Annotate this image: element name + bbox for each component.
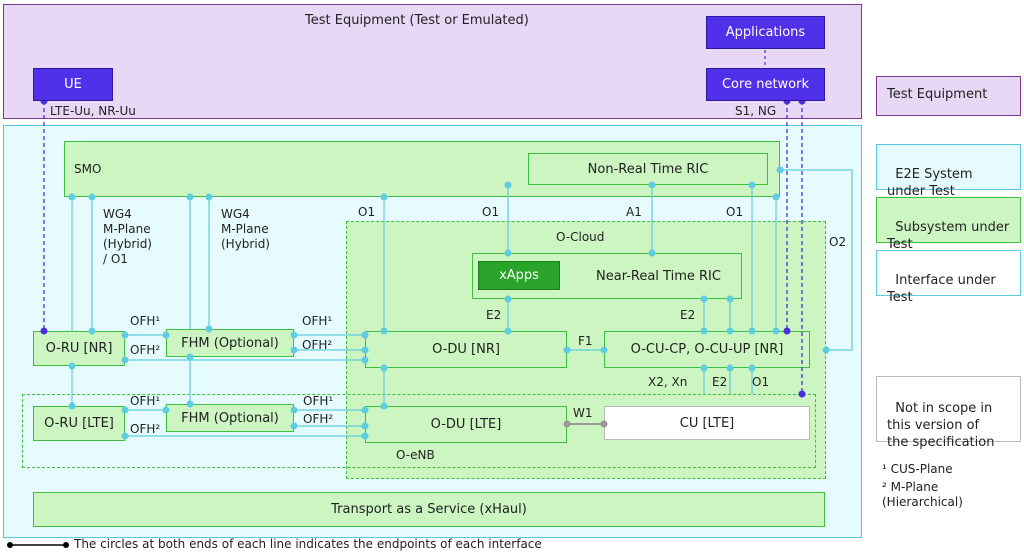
footnote-2: ² M-Plane (Hierarchical)	[882, 480, 963, 509]
o-ru-nr-box: O-RU [NR]	[33, 331, 125, 366]
e2-label-left: E2	[486, 308, 502, 322]
fhm-nr-box: FHM (Optional)	[166, 329, 294, 357]
ofh2-label-a: OFH²	[130, 343, 161, 357]
o-ru-lte-label: O-RU [LTE]	[44, 416, 114, 431]
ue-label: UE	[64, 77, 82, 92]
o1-label-a: O1	[358, 205, 376, 219]
o-cu-nr-box: O-CU-CP, O-CU-UP [NR]	[604, 331, 810, 368]
non-rt-ric-box: Non-Real Time RIC	[528, 153, 768, 185]
legend-subsystem-label: Subsystem under Test	[887, 220, 1010, 252]
o1-label-b: O1	[482, 205, 500, 219]
o-du-lte-label: O-DU [LTE]	[430, 417, 502, 432]
o-ru-nr-label: O-RU [NR]	[45, 341, 113, 356]
w1-label: W1	[573, 406, 593, 420]
ofh1-label-c: OFH¹	[130, 394, 161, 408]
a1-label: A1	[626, 205, 642, 219]
non-rt-ric-label: Non-Real Time RIC	[587, 161, 709, 177]
e2-label-bottom: E2	[712, 375, 728, 389]
xapps-label: xApps	[499, 268, 539, 283]
wg4-hybrid-o1-label: WG4 M-Plane (Hybrid) / O1	[103, 207, 152, 266]
legend-interface: Interface under Test	[876, 250, 1021, 305]
footnote-1: ¹ CUS-Plane	[882, 462, 953, 476]
ofh1-label-d: OFH¹	[303, 394, 334, 408]
fhm-nr-label: FHM (Optional)	[181, 335, 279, 351]
o-enb-label: O-eNB	[396, 448, 435, 462]
transport-box: Transport as a Service (xHaul)	[33, 492, 825, 527]
transport-label: Transport as a Service (xHaul)	[331, 502, 527, 517]
cu-lte-box: CU [LTE]	[604, 406, 810, 440]
core-interfaces-label: S1, NG	[735, 104, 777, 118]
ue-interfaces-label: LTE-Uu, NR-Uu	[50, 104, 136, 118]
legend-not-in-scope-label: Not in scope in this version of the spec…	[887, 401, 995, 450]
wg4-hybrid-label: WG4 M-Plane (Hybrid)	[221, 207, 270, 251]
legend-test-equipment-label: Test Equipment	[887, 87, 988, 102]
cu-lte-label: CU [LTE]	[679, 415, 735, 431]
applications-label: Applications	[725, 25, 806, 40]
ofh1-label-b: OFH¹	[302, 314, 333, 328]
footer-note: The circles at both ends of each line in…	[74, 537, 542, 551]
legend-e2e-system-label: E2E System under Test	[887, 167, 973, 199]
fhm-lte-label: FHM (Optional)	[181, 410, 279, 426]
e2-label-right: E2	[680, 308, 696, 322]
o-ru-lte-box: O-RU [LTE]	[33, 406, 125, 441]
legend-test-equipment: Test Equipment	[876, 76, 1021, 116]
ofh2-label-d: OFH²	[303, 412, 334, 426]
fhm-lte-box: FHM (Optional)	[166, 404, 294, 432]
legend-interface-label: Interface under Test	[887, 273, 996, 305]
xapps-box: xApps	[478, 261, 560, 290]
ue-box: UE	[33, 68, 113, 101]
core-network-box: Core network	[706, 68, 825, 101]
ofh1-label-a: OFH¹	[130, 314, 161, 328]
f1-label: F1	[578, 334, 593, 348]
o-cu-nr-label: O-CU-CP, O-CU-UP [NR]	[630, 342, 784, 357]
o-cloud-label: O-Cloud	[556, 230, 605, 244]
endpoint-line-icon	[7, 542, 69, 548]
o-du-nr-label: O-DU [NR]	[432, 342, 500, 357]
o1-label-bottom: O1	[752, 375, 770, 389]
o-du-nr-box: O-DU [NR]	[365, 331, 567, 368]
legend-subsystem: Subsystem under Test	[876, 197, 1021, 252]
o1-label-c: O1	[726, 205, 744, 219]
core-network-label: Core network	[721, 77, 809, 92]
applications-box: Applications	[706, 16, 825, 49]
legend-not-in-scope: Not in scope in this version of the spec…	[876, 376, 1021, 450]
near-rt-ric-label: Near-Real Time RIC	[596, 269, 721, 284]
smo-label: SMO	[74, 162, 102, 176]
o2-label: O2	[829, 235, 847, 249]
x2-xn-label: X2, Xn	[648, 375, 688, 389]
legend-e2e-system: E2E System under Test	[876, 144, 1021, 199]
test-equipment-title: Test Equipment (Test or Emulated)	[305, 13, 529, 28]
ofh2-label-c: OFH²	[130, 422, 161, 436]
ofh2-label-b: OFH²	[302, 338, 333, 352]
o-enb-region	[22, 394, 816, 468]
